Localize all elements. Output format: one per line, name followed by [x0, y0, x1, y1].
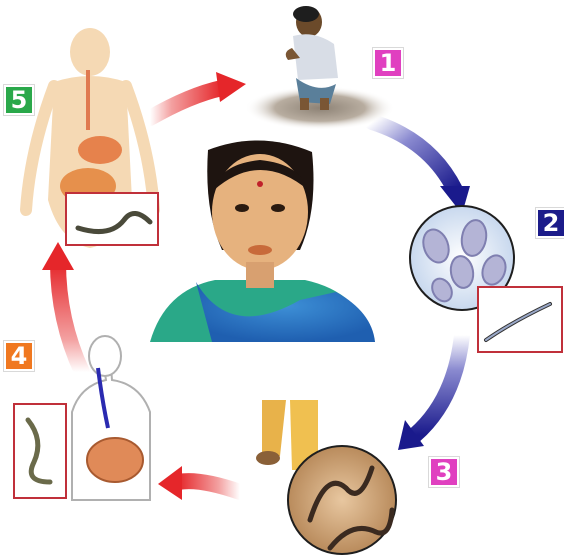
larva-inset — [478, 287, 562, 352]
step-5-badge: 5 — [4, 85, 34, 115]
arrow-2-to-3 — [398, 335, 462, 450]
step-3-badge: 3 — [429, 457, 459, 487]
arrow-5-to-1 — [150, 72, 246, 118]
step-1-badge: 1 — [373, 48, 403, 78]
arrow-1-to-2 — [372, 122, 470, 214]
adult-worm-inset — [66, 193, 158, 245]
arrow-4-to-5 — [42, 242, 82, 372]
arrow-3-to-4 — [158, 466, 240, 500]
feet-larva-image — [256, 400, 396, 554]
step-2-badge: 2 — [536, 208, 564, 238]
woman-in-sari-figure — [150, 140, 375, 342]
larva-inset-step-4 — [14, 404, 66, 498]
step-4-badge: 4 — [4, 341, 34, 371]
